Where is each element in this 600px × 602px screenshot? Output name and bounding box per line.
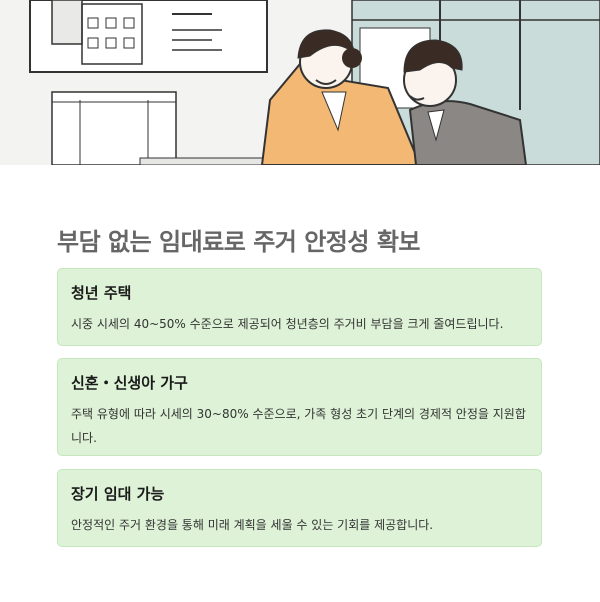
card-title: 신혼・신생아 가구 [71, 374, 188, 392]
benefit-card-long-term-lease: 장기 임대 가능 안정적인 주거 환경을 통해 미래 계획을 세울 수 있는 기… [57, 469, 542, 547]
office-scene-illustration [0, 0, 600, 165]
hero-illustration [0, 0, 600, 165]
card-description: 시중 시세의 40~50% 수준으로 제공되어 청년층의 주거비 부담을 크게 … [71, 317, 504, 331]
benefit-card-youth-housing: 청년 주택 시중 시세의 40~50% 수준으로 제공되어 청년층의 주거비 부… [57, 268, 542, 346]
benefit-card-newlywed-newborn: 신혼・신생아 가구 주택 유형에 따라 시세의 30~80% 수준으로, 가족 … [57, 358, 542, 456]
card-description: 주택 유형에 따라 시세의 30~80% 수준으로, 가족 형성 초기 단계의 … [71, 407, 526, 445]
card-title: 청년 주택 [71, 284, 132, 302]
card-title: 장기 임대 가능 [71, 485, 165, 503]
page-headline: 부담 없는 임대료로 주거 안정성 확보 [57, 228, 420, 256]
card-description: 안정적인 주거 환경을 통해 미래 계획을 세울 수 있는 기회를 제공합니다. [71, 518, 434, 532]
